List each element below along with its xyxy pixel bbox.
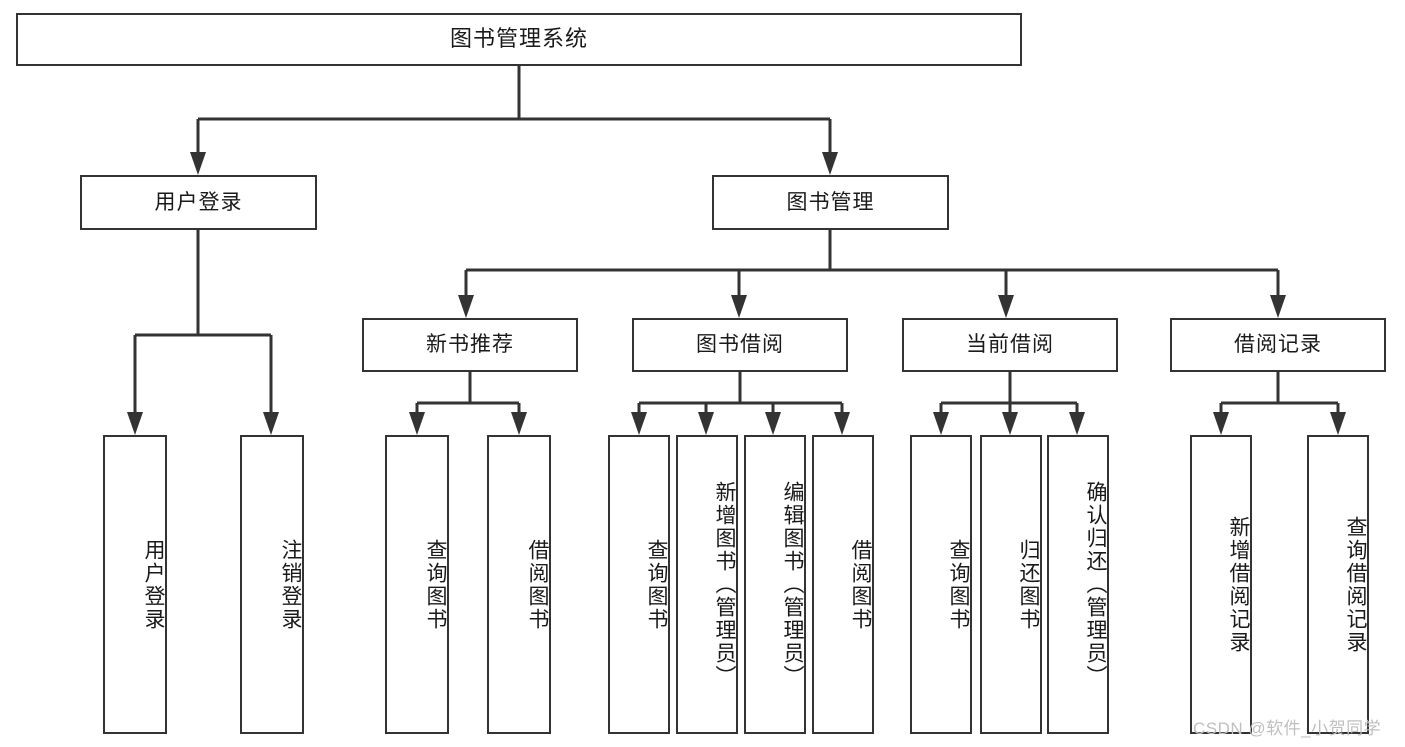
node-new-book-recommend[interactable]: 新书推荐 bbox=[362, 318, 578, 372]
node-borrow-record[interactable]: 借阅记录 bbox=[1170, 318, 1386, 372]
node-label: 图书管理系统 bbox=[449, 26, 588, 52]
leaf-current-borrow-return-book[interactable]: 归还图书 bbox=[980, 435, 1042, 734]
node-label: 查询图书 bbox=[645, 538, 668, 631]
node-label: 编辑图书（管理员） bbox=[781, 481, 804, 688]
node-label: 用户登录 bbox=[154, 190, 243, 214]
leaf-new-book-query-book[interactable]: 查询图书 bbox=[385, 435, 449, 734]
leaf-current-borrow-query-book[interactable]: 查询图书 bbox=[910, 435, 972, 734]
leaf-book-borrow-borrow-book[interactable]: 借阅图书 bbox=[812, 435, 874, 734]
node-label: 查询借阅记录 bbox=[1344, 515, 1367, 654]
leaf-current-borrow-confirm-return-admin[interactable]: 确认归还（管理员） bbox=[1047, 435, 1109, 734]
node-root-book-management-system[interactable]: 图书管理系统 bbox=[16, 13, 1022, 66]
node-label: 图书借阅 bbox=[696, 333, 784, 357]
node-label: 借阅图书 bbox=[849, 538, 872, 631]
node-book-management[interactable]: 图书管理 bbox=[712, 175, 949, 230]
node-book-borrow[interactable]: 图书借阅 bbox=[632, 318, 848, 372]
node-label: 新增图书（管理员） bbox=[713, 481, 736, 688]
leaf-book-borrow-edit-book-admin[interactable]: 编辑图书（管理员） bbox=[744, 435, 806, 734]
node-label: 借阅图书 bbox=[526, 538, 549, 631]
csdn-watermark: CSDN @软件_小贺同学 bbox=[1193, 719, 1382, 738]
leaf-user-login-login[interactable]: 用户登录 bbox=[103, 435, 167, 734]
node-label: 查询图书 bbox=[424, 538, 447, 631]
leaf-user-login-logout[interactable]: 注销登录 bbox=[240, 435, 304, 734]
node-label: 借阅记录 bbox=[1234, 333, 1322, 357]
node-user-login[interactable]: 用户登录 bbox=[80, 175, 317, 230]
node-label: 图书管理 bbox=[786, 190, 875, 214]
node-label: 当前借阅 bbox=[966, 333, 1054, 357]
node-current-borrow[interactable]: 当前借阅 bbox=[902, 318, 1118, 372]
node-label: 确认归还（管理员） bbox=[1084, 481, 1107, 688]
leaf-book-borrow-add-book-admin[interactable]: 新增图书（管理员） bbox=[676, 435, 738, 734]
leaf-borrow-record-add-record[interactable]: 新增借阅记录 bbox=[1190, 435, 1252, 734]
node-label: 新书推荐 bbox=[426, 333, 514, 357]
leaf-book-borrow-query-book[interactable]: 查询图书 bbox=[608, 435, 670, 734]
leaf-new-book-borrow-book[interactable]: 借阅图书 bbox=[487, 435, 551, 734]
leaf-borrow-record-query-record[interactable]: 查询借阅记录 bbox=[1307, 435, 1369, 734]
node-label: 归还图书 bbox=[1017, 538, 1040, 631]
node-label: 用户登录 bbox=[142, 538, 165, 631]
node-label: 注销登录 bbox=[279, 538, 302, 631]
node-label: 新增借阅记录 bbox=[1227, 515, 1250, 654]
node-label: 查询图书 bbox=[947, 538, 970, 631]
